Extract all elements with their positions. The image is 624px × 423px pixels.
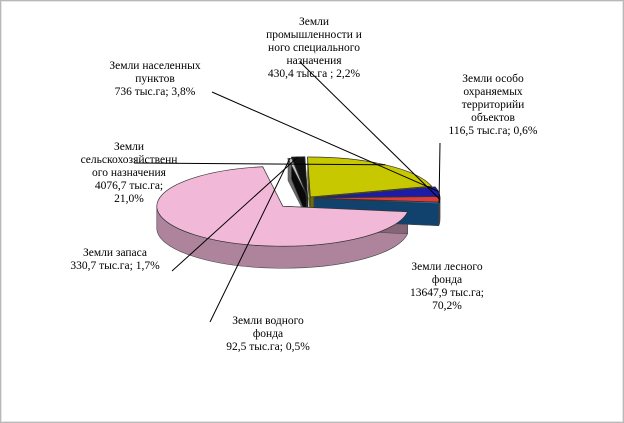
slice-forest <box>156 166 409 247</box>
label-protected: Земли особо охраняемых территорийи объек… <box>448 73 538 137</box>
label-reserve: Земли запаса 330,7 тыс.га; 1,7% <box>70 247 160 272</box>
leader-agri <box>133 162 386 166</box>
leader-reserve <box>171 156 299 272</box>
slice-settle <box>313 186 441 199</box>
leader-protect <box>438 142 441 204</box>
label-agriculture: Земли сельскохозяйственн ого назначения … <box>80 141 178 205</box>
slice-reserve <box>290 156 309 197</box>
leader-industry <box>299 61 441 200</box>
label-industry: Земли промышленности и ного специального… <box>266 16 362 80</box>
leader-water <box>209 158 291 323</box>
leader-settle <box>211 91 439 192</box>
label-settlements: Земли населенных пунктов 736 тыс.га; 3,8… <box>109 60 201 98</box>
label-water: Земли водного фонда 92,5 тыс.га; 0,5% <box>226 315 310 353</box>
label-forest: Земли лесного фонда 13647,9 тыс.га; 70,2… <box>410 261 484 312</box>
